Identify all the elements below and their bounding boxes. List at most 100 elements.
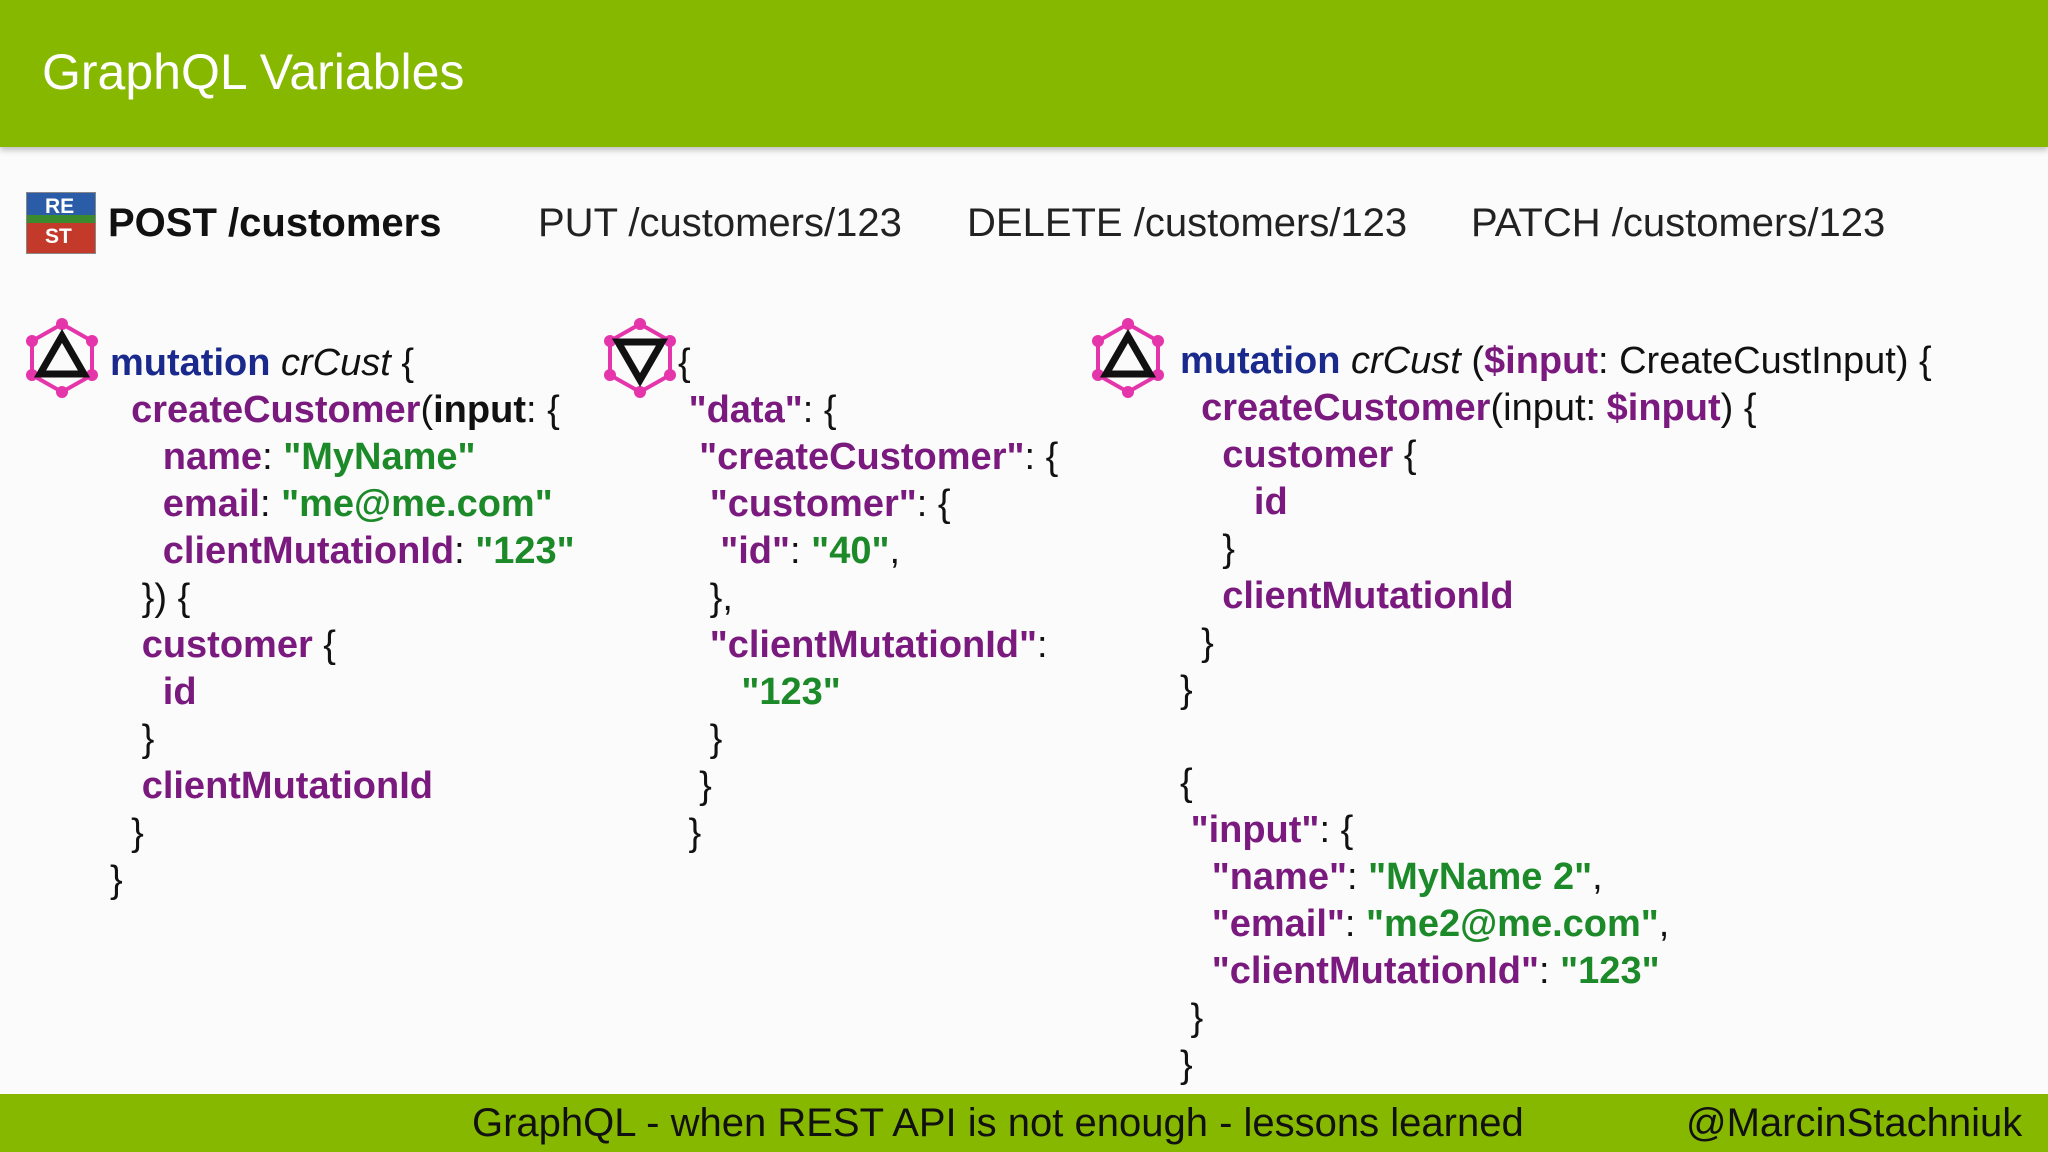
code-token: : — [1539, 950, 1561, 992]
code-line: "123" — [678, 669, 841, 716]
code-line: mutation crCust ($input: CreateCustInput… — [1180, 338, 1932, 385]
code-token: } — [678, 812, 702, 854]
code-token: "email" — [1211, 903, 1345, 945]
code-token: "40" — [811, 530, 890, 572]
graphql-response-icon — [604, 318, 676, 398]
code-token — [1180, 809, 1191, 851]
code-line: "customer": { — [678, 481, 951, 528]
code-token: : — [1347, 856, 1369, 898]
code-token — [1180, 903, 1212, 945]
code-token: "123" — [741, 671, 841, 713]
code-token: } — [110, 718, 155, 760]
code-token: : { — [916, 483, 951, 525]
code-token: clientMutationId — [162, 530, 455, 572]
code-token: : CreateCustInput) { — [1598, 340, 1932, 382]
code-token — [1340, 340, 1351, 382]
code-token: id — [162, 671, 197, 713]
code-line: { — [1180, 760, 1193, 807]
code-token: "MyName" — [283, 436, 476, 478]
code-token: email — [162, 483, 260, 525]
code-line: "clientMutationId": "123" — [1180, 948, 1660, 995]
code-token — [678, 671, 741, 713]
code-token — [678, 436, 699, 478]
code-line: clientMutationId: "123" — [110, 528, 575, 575]
code-token: { — [678, 342, 691, 384]
rest-endpoint-put: PUT /customers/123 — [538, 201, 902, 245]
code-token: "id" — [720, 530, 791, 572]
code-token — [1180, 434, 1222, 476]
code-token: : — [790, 530, 812, 572]
code-token — [1180, 575, 1222, 617]
rest-logo-top-text: RE — [45, 195, 75, 218]
code-token: $input — [1484, 340, 1598, 382]
code-token: crCust — [1351, 340, 1461, 382]
code-token: } — [110, 812, 144, 854]
code-token: } — [678, 718, 723, 760]
graphql-logo-icon — [26, 318, 98, 398]
code-token: mutation — [110, 342, 271, 384]
code-token: } — [1180, 1044, 1193, 1086]
code-token: : { — [1024, 436, 1059, 478]
slide-title: GraphQL Variables — [42, 44, 465, 100]
code-line: clientMutationId — [1180, 573, 1513, 620]
code-token: customer — [141, 624, 313, 666]
code-token — [110, 483, 163, 525]
code-line: createCustomer(input: { — [110, 387, 560, 434]
code-token — [678, 624, 710, 666]
code-token: : — [1037, 624, 1048, 666]
code-token: } — [110, 859, 123, 901]
rest-endpoint-delete: DELETE /customers/123 — [967, 201, 1408, 245]
footer-author: @MarcinStachniuk — [1686, 1101, 2023, 1145]
code-token: createCustomer — [1201, 387, 1491, 429]
code-line: } — [1180, 667, 1193, 714]
code-line: mutation crCust { — [110, 340, 414, 387]
code-token: } — [1180, 528, 1235, 570]
code-line: } — [678, 763, 712, 810]
code-token: "data" — [688, 389, 803, 431]
code-line: } — [110, 716, 155, 763]
code-line: "name": "MyName 2", — [1180, 854, 1603, 901]
code-token: crCust — [281, 342, 391, 384]
code-token: (input: — [1490, 387, 1607, 429]
rest-endpoint-patch: PATCH /customers/123 — [1471, 201, 1886, 245]
code-token: }, — [678, 577, 733, 619]
rest-endpoint-post: POST /customers — [108, 201, 442, 245]
code-line: } — [1180, 526, 1235, 573]
code-token: "clientMutationId" — [1211, 950, 1540, 992]
code-token — [110, 765, 142, 807]
code-token: "clientMutationId" — [709, 624, 1038, 666]
code-token: } — [1180, 669, 1193, 711]
code-line: } — [1180, 620, 1214, 667]
code-line: "data": { — [678, 387, 837, 434]
code-token: : — [1344, 903, 1367, 945]
code-token: } — [678, 765, 712, 807]
slide-header: GraphQL Variables — [0, 0, 2048, 147]
code-line: } — [110, 810, 144, 857]
code-token — [1180, 856, 1212, 898]
code-token: "name" — [1211, 856, 1347, 898]
code-token: "me2@me.com" — [1366, 903, 1659, 945]
code-line: }) { — [110, 575, 191, 622]
code-line: name: "MyName" — [110, 434, 476, 481]
code-line: "input": { — [1180, 807, 1354, 854]
code-token: ( — [420, 389, 434, 431]
code-token: name — [162, 436, 263, 478]
code-line: } — [1180, 995, 1204, 1042]
code-token: } — [1180, 622, 1214, 664]
code-token: "123" — [1560, 950, 1660, 992]
code-line: customer { — [1180, 432, 1416, 479]
code-line: id — [1180, 479, 1288, 526]
code-token: "createCustomer" — [699, 436, 1025, 478]
code-token — [110, 530, 163, 572]
code-token: : { — [1319, 809, 1354, 851]
code-token: clientMutationId — [141, 765, 433, 807]
code-token: { — [312, 624, 336, 666]
code-token — [110, 436, 163, 478]
code-token: { — [1180, 762, 1193, 804]
code-line: "email": "me2@me.com", — [1180, 901, 1670, 948]
code-line: "createCustomer": { — [678, 434, 1058, 481]
code-line: } — [678, 810, 702, 857]
code-line: createCustomer(input: $input) { — [1180, 385, 1756, 432]
code-token: }) { — [110, 577, 191, 619]
code-token — [1180, 387, 1201, 429]
